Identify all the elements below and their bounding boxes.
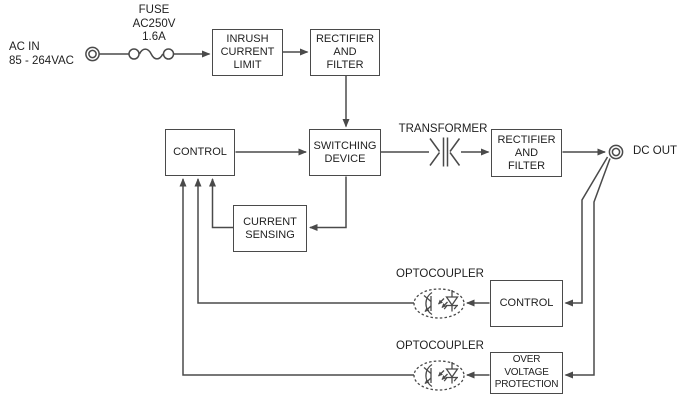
block-over-voltage-protection: OVER VOLTAGE PROTECTION xyxy=(490,352,563,394)
dc-out-label: DC OUT xyxy=(633,145,678,157)
transformer-icon xyxy=(429,137,461,167)
wire-switching-to-sensing xyxy=(309,176,347,231)
ac-in-label: AC IN 85 - 264VAC xyxy=(9,41,74,67)
dc-output-connector-icon xyxy=(608,144,624,160)
wire-dcout-to-ovp xyxy=(564,158,611,379)
block-control-secondary: CONTROL xyxy=(490,280,563,327)
wire-dcout-to-control2 xyxy=(564,156,609,307)
block-control-primary: CONTROL xyxy=(165,129,235,176)
optocoupler-top-label: OPTOCOUPLER xyxy=(396,268,484,280)
fuse-icon xyxy=(128,48,175,60)
block-inrush-current-limit: INRUSH CURRENT LIMIT xyxy=(212,29,283,76)
wire-opto1-to-control1 xyxy=(194,178,414,304)
block-rectifier-filter-secondary: RECTIFIER AND FILTER xyxy=(491,129,562,177)
ac-input-connector-icon xyxy=(85,46,100,62)
connection-lines xyxy=(99,48,611,379)
fuse-label: FUSE AC250V 1.6A xyxy=(132,4,176,43)
optocoupler-icon-bottom xyxy=(414,361,464,390)
optocoupler-icon-top xyxy=(414,289,464,318)
optocoupler-bottom-label: OPTOCOUPLER xyxy=(396,340,484,352)
block-current-sensing: CURRENT SENSING xyxy=(233,205,307,252)
block-rectifier-filter-primary: RECTIFIER AND FILTER xyxy=(310,29,380,76)
block-switching-device: SWITCHING DEVICE xyxy=(309,129,381,176)
wire-opto2-to-control1 xyxy=(179,178,414,376)
transformer-label: TRANSFORMER xyxy=(398,123,488,135)
wire-sensing-to-control1 xyxy=(209,178,233,229)
